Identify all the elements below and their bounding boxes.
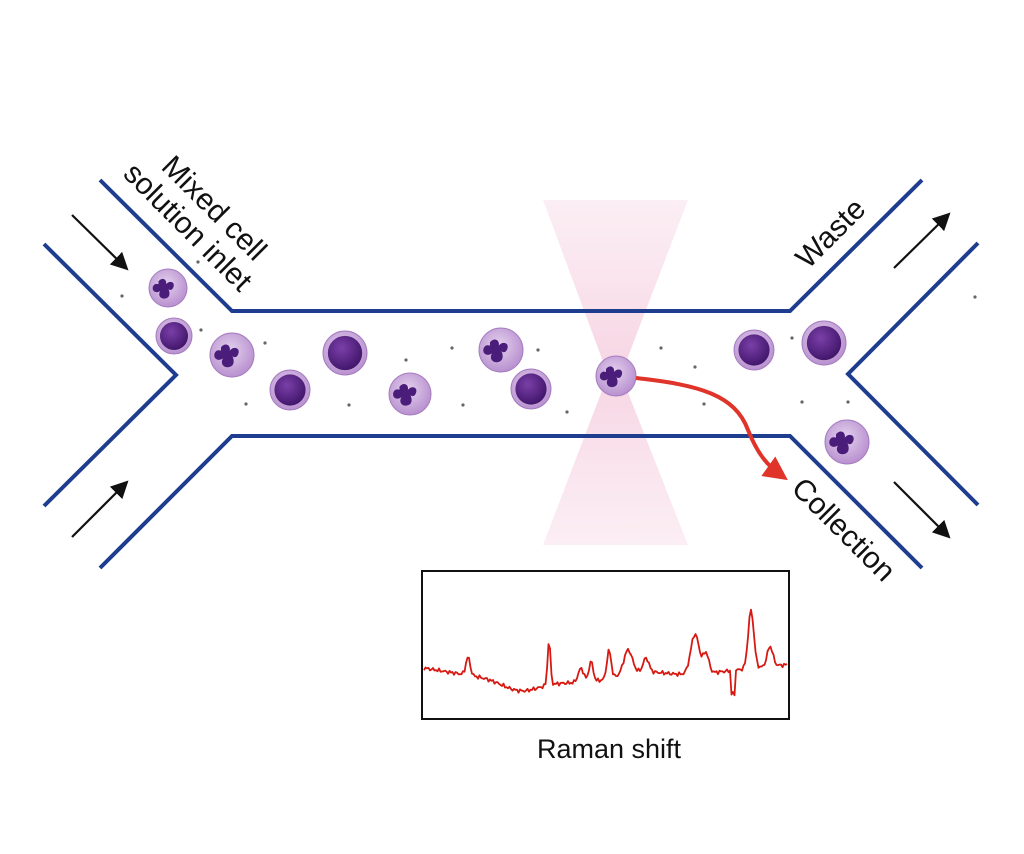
granulocyte-cell [148,268,188,308]
spectrum-frame [421,570,790,720]
lymphocyte-cell [733,329,775,371]
cells [148,268,870,465]
lymphocyte-cell [269,369,311,411]
channel-wall-top-left [98,178,924,313]
raman-shift-axis-label: Raman shift [537,734,682,764]
waste-label: Waste [790,192,873,275]
raman-spectrum-panel: Raman shift [421,570,790,764]
granulocyte-cell [824,419,870,465]
channel-wall-right-wedge [845,241,980,507]
flow-direction-arrow-icon [71,212,951,539]
lymphocyte-cell [510,368,552,410]
channel-wall-left-wedge [42,242,179,508]
inlet-label: Mixed cell solution inlet [117,150,273,299]
particles [120,260,977,414]
lymphocyte-cell [801,320,847,366]
granulocyte-cell [478,327,524,373]
lymphocyte-cell [155,317,193,355]
granulocyte-cell [595,355,637,397]
lymphocyte-cell [322,330,368,376]
granulocyte-cell [388,372,432,416]
granulocyte-cell [209,332,255,378]
sort-deflection-arrow-icon [635,376,788,481]
channel-wall-bottom-left [98,434,924,570]
microfluidic-channel [42,178,980,570]
raman-spectrum-trace [423,608,788,697]
